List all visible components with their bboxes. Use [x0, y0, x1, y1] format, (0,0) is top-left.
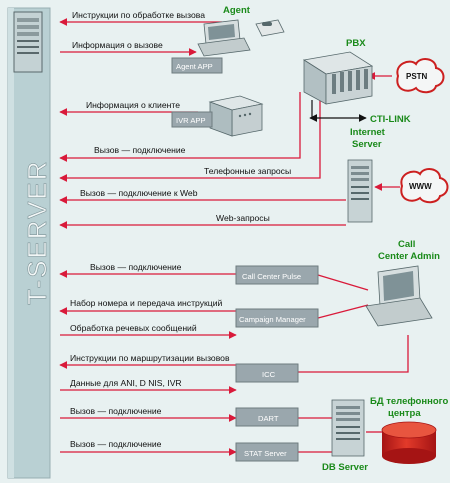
link-label: Информация о вызове [72, 40, 163, 50]
pbx-icon [302, 51, 374, 105]
agent-label: Agent [223, 5, 251, 16]
ivr-app-label: IVR APP [176, 116, 206, 125]
cti-link-label: CTI-LINK [370, 114, 411, 125]
www-cloud-icon [400, 168, 449, 204]
call-center-pulse-box [235, 265, 319, 285]
internet-server-icon [347, 159, 373, 223]
internet-server-label: Server [352, 139, 382, 150]
t-server-label: T-SERVER [22, 159, 52, 305]
link-label: Web-запросы [216, 213, 270, 223]
link-label: Вызов — подключение [70, 406, 162, 416]
link-arrow [59, 92, 301, 162]
links [59, 18, 409, 456]
link-arrow [59, 98, 321, 182]
icc-box [235, 363, 299, 383]
link-label: Телефонные запросы [204, 166, 291, 176]
icc-label: ICC [262, 370, 276, 379]
www-label: WWW [409, 182, 432, 191]
stat-server-label: STAT Server [244, 449, 287, 458]
ivr-app-box [171, 111, 213, 128]
agent-app-box [171, 57, 223, 74]
phone-icon [255, 19, 285, 37]
agent-app-label: Agent APP [176, 62, 213, 71]
agent-computer-icon [197, 19, 251, 57]
link-label: Инструкции по маршрутизации вызовов [70, 353, 230, 363]
db-server-icon [331, 399, 365, 457]
link-label: Вызов — подключение [94, 145, 186, 155]
link-label: Вызов — подключение [70, 439, 162, 449]
call-center-pulse-label: Call Center Pulse [242, 272, 301, 281]
link-label: Вызов — подключение [90, 262, 182, 272]
dart-label: DART [258, 414, 279, 423]
database-label: центра [388, 408, 421, 419]
link-label: Инструкции по обработке вызова [72, 10, 205, 20]
pbx-label: PBX [346, 38, 366, 49]
call-center-admin-label: Call [398, 239, 415, 250]
admin-computer-icon [365, 265, 433, 327]
campaign-manager-label: Campaign Manager [239, 315, 306, 324]
internet-server-label: Internet [350, 127, 386, 138]
database-cylinder-icon [381, 421, 437, 464]
campaign-manager-box [235, 308, 319, 328]
link-label: Данные для ANI, D NIS, IVR [70, 378, 182, 388]
dart-box [235, 407, 299, 427]
link-label: Набор номера и передача инструкций [70, 298, 222, 308]
link-label: Информация о клиенте [86, 100, 180, 110]
t-server-column [7, 7, 51, 479]
ivr-server-icon [208, 95, 264, 137]
pstn-label: PSTN [406, 72, 428, 81]
call-center-admin-label: Center Admin [378, 251, 440, 262]
db-server-label: DB Server [322, 462, 368, 473]
link-label: Вызов — подключение к Web [80, 188, 198, 198]
link-label: Обработка речевых сообщений [70, 323, 197, 333]
t-server-computer-icon [13, 11, 43, 73]
database-label: БД телефонного [370, 396, 448, 407]
pstn-cloud-icon [396, 58, 445, 94]
stat-server-box [235, 442, 299, 462]
